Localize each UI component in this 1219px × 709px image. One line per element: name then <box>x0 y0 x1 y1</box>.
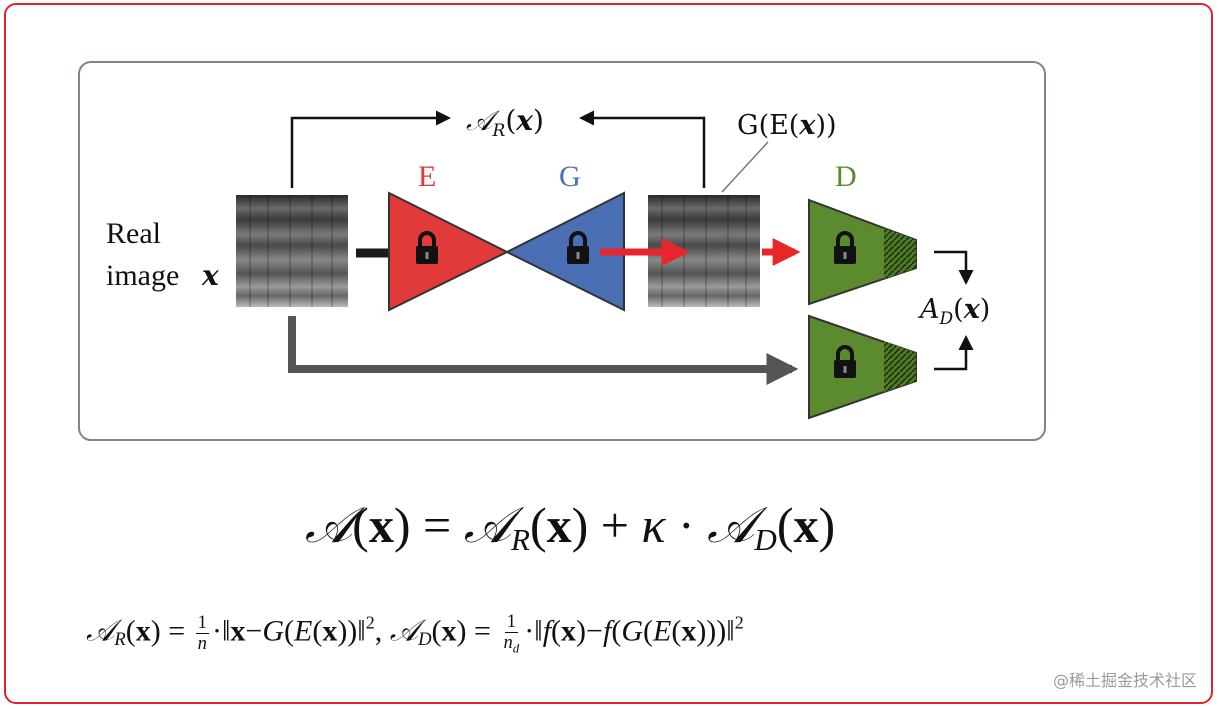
real-image-label-line1: Real <box>106 217 161 250</box>
hatched-output-icon <box>884 228 916 279</box>
generator-label: G <box>559 160 581 193</box>
lower-d-to-score-arrow <box>934 335 974 371</box>
real-image-x <box>236 195 348 307</box>
reconstruction-callout-line <box>721 141 769 193</box>
anomaly-score-equation: 𝒜(x) = 𝒜R(x) + κ · 𝒜D(x) <box>304 496 836 557</box>
encoder-label: E <box>418 160 436 193</box>
real-image-label-line2: image <box>106 259 179 292</box>
anomaly-score-diagram: Real image x E G D 𝒜R(x) G(E(x <box>78 61 1046 441</box>
upper-d-to-score-arrow <box>934 250 974 285</box>
score-r-label: 𝒜R(x) <box>466 104 544 141</box>
real-image-symbol: x <box>201 259 219 292</box>
outer-frame <box>4 3 1213 704</box>
real-to-score-r-arrow <box>290 110 451 188</box>
real-image-skip-arrow <box>288 316 799 385</box>
hatched-output-icon <box>884 341 916 392</box>
recon-to-score-r-arrow <box>579 110 706 188</box>
discriminator-label: D <box>835 160 857 193</box>
watermark: @稀土掘金技术社区 <box>1052 671 1197 690</box>
reconstruction-label: G(E(x)) <box>737 110 837 141</box>
encoder-triangle <box>388 191 510 312</box>
score-d-label: AD(x) <box>917 294 990 329</box>
